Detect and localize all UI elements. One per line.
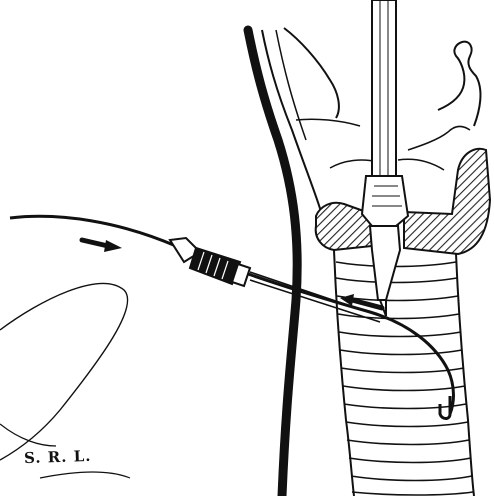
skin-outline [248, 30, 297, 496]
endotracheal-tube [362, 0, 408, 316]
needle-hub [170, 238, 250, 286]
contour-line-3 [40, 472, 130, 478]
arytenoid [408, 127, 470, 151]
epiglottis [284, 28, 339, 118]
pharynx-wall [296, 119, 360, 126]
thyroid-cartilage-right [404, 149, 490, 254]
arrow-icon [82, 240, 122, 252]
contour-line-2 [0, 424, 56, 446]
tissue-contour-inner [276, 30, 306, 140]
hyoid-structure [438, 42, 480, 126]
artist-signature: S. R. L. [24, 447, 92, 467]
contour-line-1 [0, 284, 128, 460]
